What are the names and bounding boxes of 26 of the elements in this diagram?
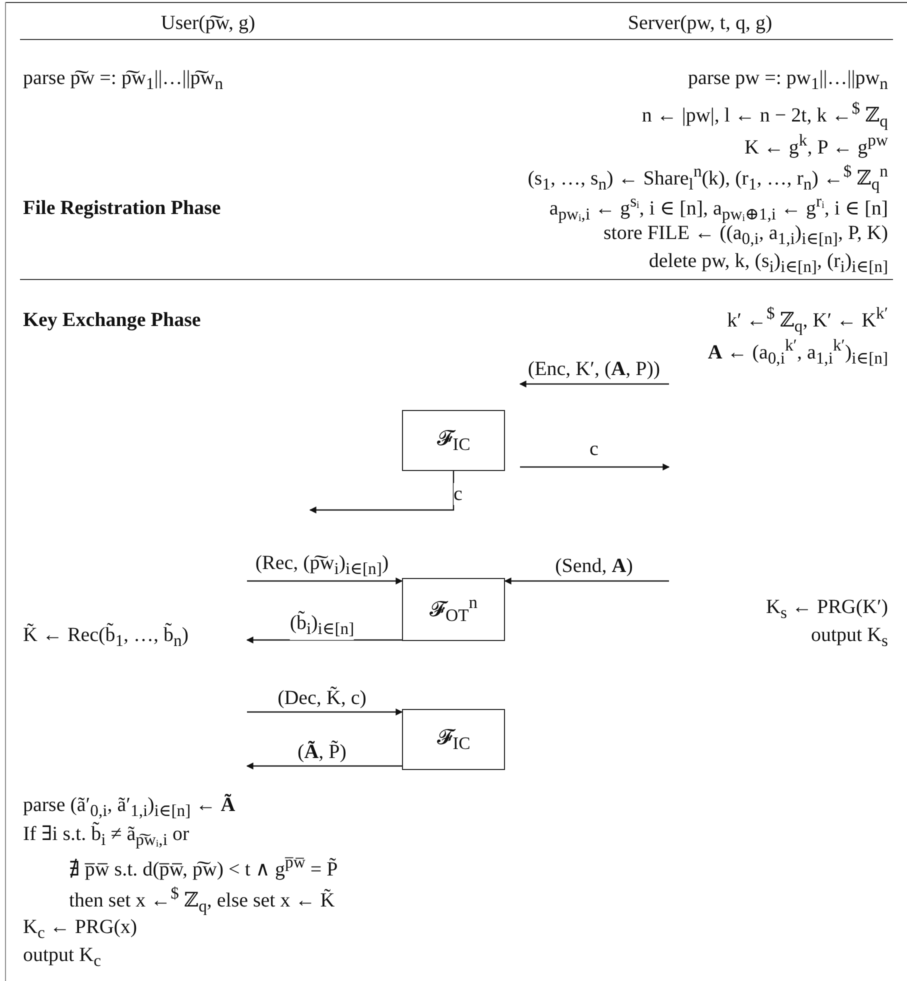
protocol-step: parse p͠w =: p͠w$_{1}$||…||p͠w$_{n}$: [23, 65, 224, 97]
message-label: (Enc, K′, (A, P)): [528, 358, 660, 380]
arrow: [247, 578, 403, 584]
arrow: [247, 708, 403, 716]
arrow: [246, 636, 402, 644]
phase-heading: Key Exchange Phase: [23, 308, 201, 333]
phase-heading: File Registration Phase: [23, 196, 221, 221]
functionality-box: 𝓕$_{IC}$: [402, 709, 505, 770]
column-header: Server(pw, t, q, g): [628, 11, 772, 36]
message-label: (Send, A): [555, 555, 633, 577]
message-label: (Ã, P̃): [298, 741, 346, 763]
functionality-box: 𝓕$_{IC}$: [402, 410, 505, 471]
arrow: [309, 471, 454, 514]
message-label: c: [454, 483, 462, 505]
protocol-step: n ← |pw|, l ← n − 2t, k ←$^{$}$ ℤ$_{q}$: [642, 96, 888, 134]
arrow: [520, 464, 670, 470]
message-label: (Dec, K̃, c): [278, 687, 366, 709]
column-header: User(p͠w, g): [160, 11, 256, 36]
protocol-step: delete pw, k, (s$_{i}$)$_{i∈[n]}$, (r$_{i}$)$_{i∈[n]}$: [648, 248, 888, 280]
arrow: [504, 578, 669, 584]
arrow: [246, 762, 402, 770]
protocol-step: parse pw =: pw$_{1}$||…||pw$_{n}$: [688, 65, 888, 97]
protocol-step: k′ ←$^{$}$ ℤ$_{q}$, K′ ← K$^{k′}$: [727, 300, 888, 340]
arrow: [519, 380, 669, 388]
protocol-step: K̃ ← Rec(b̃$_{1}$, …, b̃$_{n}$): [23, 622, 189, 654]
message-label: (b̃$_{i}$)$_{i∈[n]}$: [290, 612, 354, 640]
